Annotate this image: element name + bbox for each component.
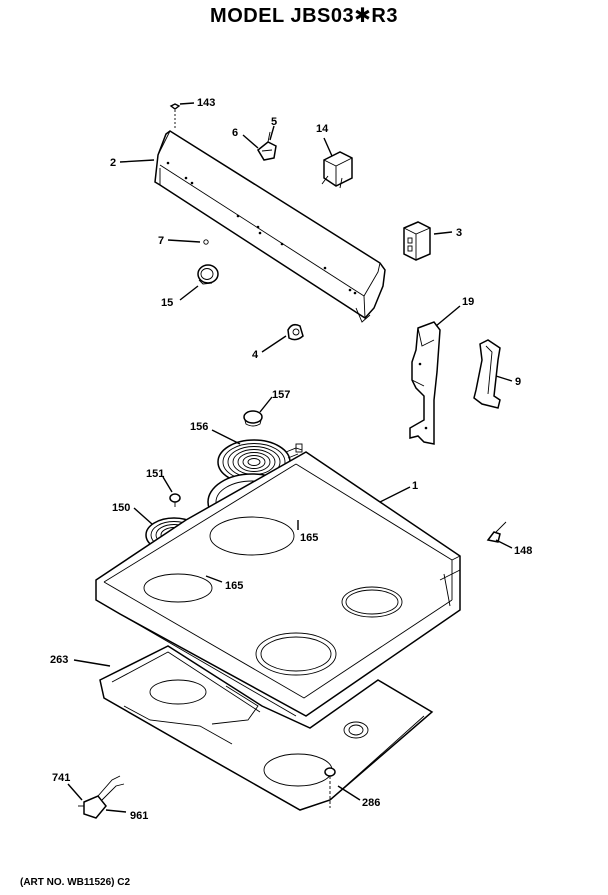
callout-263: 263 bbox=[50, 654, 68, 666]
callout-15: 15 bbox=[161, 297, 173, 309]
terminal-block-part-741-961 bbox=[78, 775, 125, 819]
callout-labels: 143 6 5 14 2 7 3 15 19 4 9 157 156 1 151… bbox=[50, 97, 532, 822]
callout-150: 150 bbox=[112, 502, 130, 514]
model-title: MODEL JBS03✱R3 bbox=[210, 5, 398, 27]
callout-143: 143 bbox=[197, 97, 215, 109]
callout-7: 7 bbox=[158, 235, 164, 247]
callout-19: 19 bbox=[462, 296, 474, 308]
callout-156: 156 bbox=[190, 421, 208, 433]
plug-part-157 bbox=[243, 410, 263, 427]
callout-5: 5 bbox=[271, 116, 277, 128]
screw-part-7 bbox=[203, 239, 209, 245]
callout-2: 2 bbox=[110, 157, 116, 169]
callout-1: 1 bbox=[412, 480, 418, 492]
backsplash-part-2 bbox=[154, 130, 386, 323]
callout-741: 741 bbox=[52, 772, 70, 784]
clip-part-5-6 bbox=[257, 131, 277, 161]
callout-165-rear: 165 bbox=[300, 532, 318, 544]
screw-part-143 bbox=[169, 103, 181, 130]
side-bracket-part-19 bbox=[409, 321, 441, 445]
callout-6: 6 bbox=[232, 127, 238, 139]
handle-part-9 bbox=[473, 339, 501, 409]
switch-part-14 bbox=[321, 151, 353, 189]
callout-4: 4 bbox=[252, 349, 259, 361]
receptacle-part-3 bbox=[403, 221, 431, 261]
callout-165-front: 165 bbox=[225, 580, 243, 592]
callout-9: 9 bbox=[515, 376, 521, 388]
knob-part-4 bbox=[287, 323, 304, 341]
callout-151: 151 bbox=[146, 468, 164, 480]
leader-lines bbox=[67, 102, 513, 813]
grommet-part-286 bbox=[324, 767, 336, 808]
plug-part-151 bbox=[169, 493, 181, 507]
burner-box-part-263 bbox=[99, 645, 434, 811]
screw-part-148 bbox=[486, 521, 507, 543]
callout-157: 157 bbox=[272, 389, 290, 401]
callout-148: 148 bbox=[514, 545, 532, 557]
callout-961: 961 bbox=[130, 810, 148, 822]
knob-part-15 bbox=[197, 264, 219, 285]
cooktop-part-1 bbox=[95, 451, 461, 717]
art-number: (ART NO. WB11526) C2 bbox=[20, 877, 131, 888]
callout-286: 286 bbox=[362, 797, 380, 809]
callout-3: 3 bbox=[456, 227, 462, 239]
callout-14: 14 bbox=[316, 123, 329, 135]
